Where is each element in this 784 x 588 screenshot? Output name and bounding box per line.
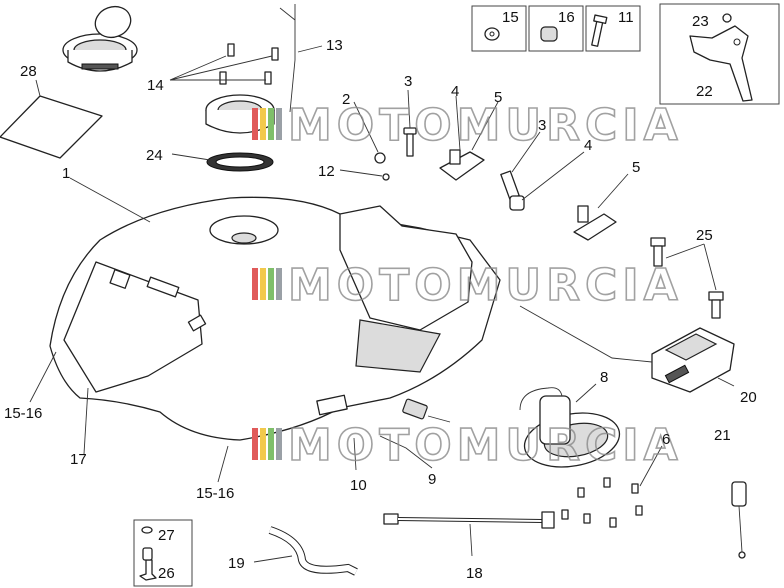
watermark-text-top: MOTOMURCIA — [288, 100, 683, 151]
callout-19: 19 — [228, 555, 245, 572]
callout-4-right: 4 — [584, 137, 592, 154]
callout-5-right: 5 — [632, 159, 640, 176]
fuel-hose-part-18 — [383, 511, 555, 529]
washer-part-4-right — [509, 195, 525, 211]
watermark-bottom: MOTOMURCIA — [252, 419, 683, 472]
callout-21: 21 — [714, 427, 731, 444]
callout-10: 10 — [350, 477, 367, 494]
screws-part-14 — [219, 43, 279, 85]
washer-part-27 — [141, 526, 153, 534]
callout-1: 1 — [62, 165, 70, 182]
callout-3-top: 3 — [404, 73, 412, 90]
breather-hose-part-19 — [268, 526, 358, 576]
callout-8: 8 — [600, 369, 608, 386]
screw-part-3-top — [403, 127, 417, 157]
leader-lines — [29, 4, 735, 563]
callout-17: 17 — [70, 451, 87, 468]
callout-20: 20 — [740, 389, 757, 406]
clip-part-5-right — [573, 205, 617, 241]
grommet-part-16 — [540, 26, 558, 42]
callout-24: 24 — [146, 147, 163, 164]
box-part-22-23 — [659, 3, 780, 105]
callout-11: 11 — [618, 9, 634, 26]
box-part-11 — [585, 5, 641, 52]
callout-28: 28 — [20, 63, 37, 80]
bolts-part-25 — [650, 237, 724, 319]
callout-15-16-left: 15-16 — [4, 405, 42, 422]
callout-2: 2 — [342, 91, 350, 108]
connector-part-9 — [402, 398, 451, 423]
fuel-pump-part-8 — [519, 387, 621, 468]
box-part-15 — [471, 5, 527, 52]
watermark-top: MOTOMURCIA — [252, 99, 683, 152]
callout-15-16-bottom: 15-16 — [196, 485, 234, 502]
ecu-module-part-20 — [651, 327, 735, 393]
callout-26: 26 — [158, 565, 175, 582]
callout-25: 25 — [696, 227, 713, 244]
foam-pad-part-28 — [0, 95, 103, 159]
fuel-filler-cap — [62, 5, 138, 72]
callout-6: 6 — [662, 431, 670, 448]
bolt-part-26 — [139, 559, 157, 581]
watermark-text-middle: MOTOMURCIA — [288, 260, 683, 311]
watermark-text-bottom: MOTOMURCIA — [288, 420, 683, 471]
callout-16: 16 — [558, 9, 575, 26]
callout-13: 13 — [326, 37, 343, 54]
washer-part-12 — [382, 173, 390, 181]
box-part-26-27 — [133, 519, 193, 587]
callout-22: 22 — [696, 83, 713, 100]
clip-part-4-top — [439, 149, 485, 181]
callout-3-right: 3 — [538, 117, 546, 134]
callout-labels: 1 2 3 3 4 4 5 5 6 8 9 10 11 12 13 14 15 … — [4, 9, 757, 582]
callout-5-top: 5 — [494, 89, 502, 106]
fuel-tank-part-1 — [49, 196, 501, 441]
callout-23: 23 — [692, 13, 709, 30]
screw-part-3-right — [500, 170, 520, 200]
screws-part-6 — [561, 477, 643, 528]
washer-part-2 — [374, 152, 386, 164]
callout-27: 27 — [158, 527, 175, 544]
callout-12: 12 — [318, 163, 335, 180]
callout-14: 14 — [147, 77, 164, 94]
gasket-part-24 — [206, 152, 274, 172]
callout-4-top: 4 — [451, 83, 459, 100]
callout-15: 15 — [502, 9, 519, 26]
watermark-middle: MOTOMURCIA — [252, 259, 683, 312]
screw-part-23 — [722, 13, 732, 23]
callout-18: 18 — [466, 565, 483, 582]
callout-9: 9 — [428, 471, 436, 488]
sensor-part-21 — [731, 481, 747, 559]
screw-part-11 — [591, 14, 608, 47]
box-part-16 — [528, 5, 584, 52]
